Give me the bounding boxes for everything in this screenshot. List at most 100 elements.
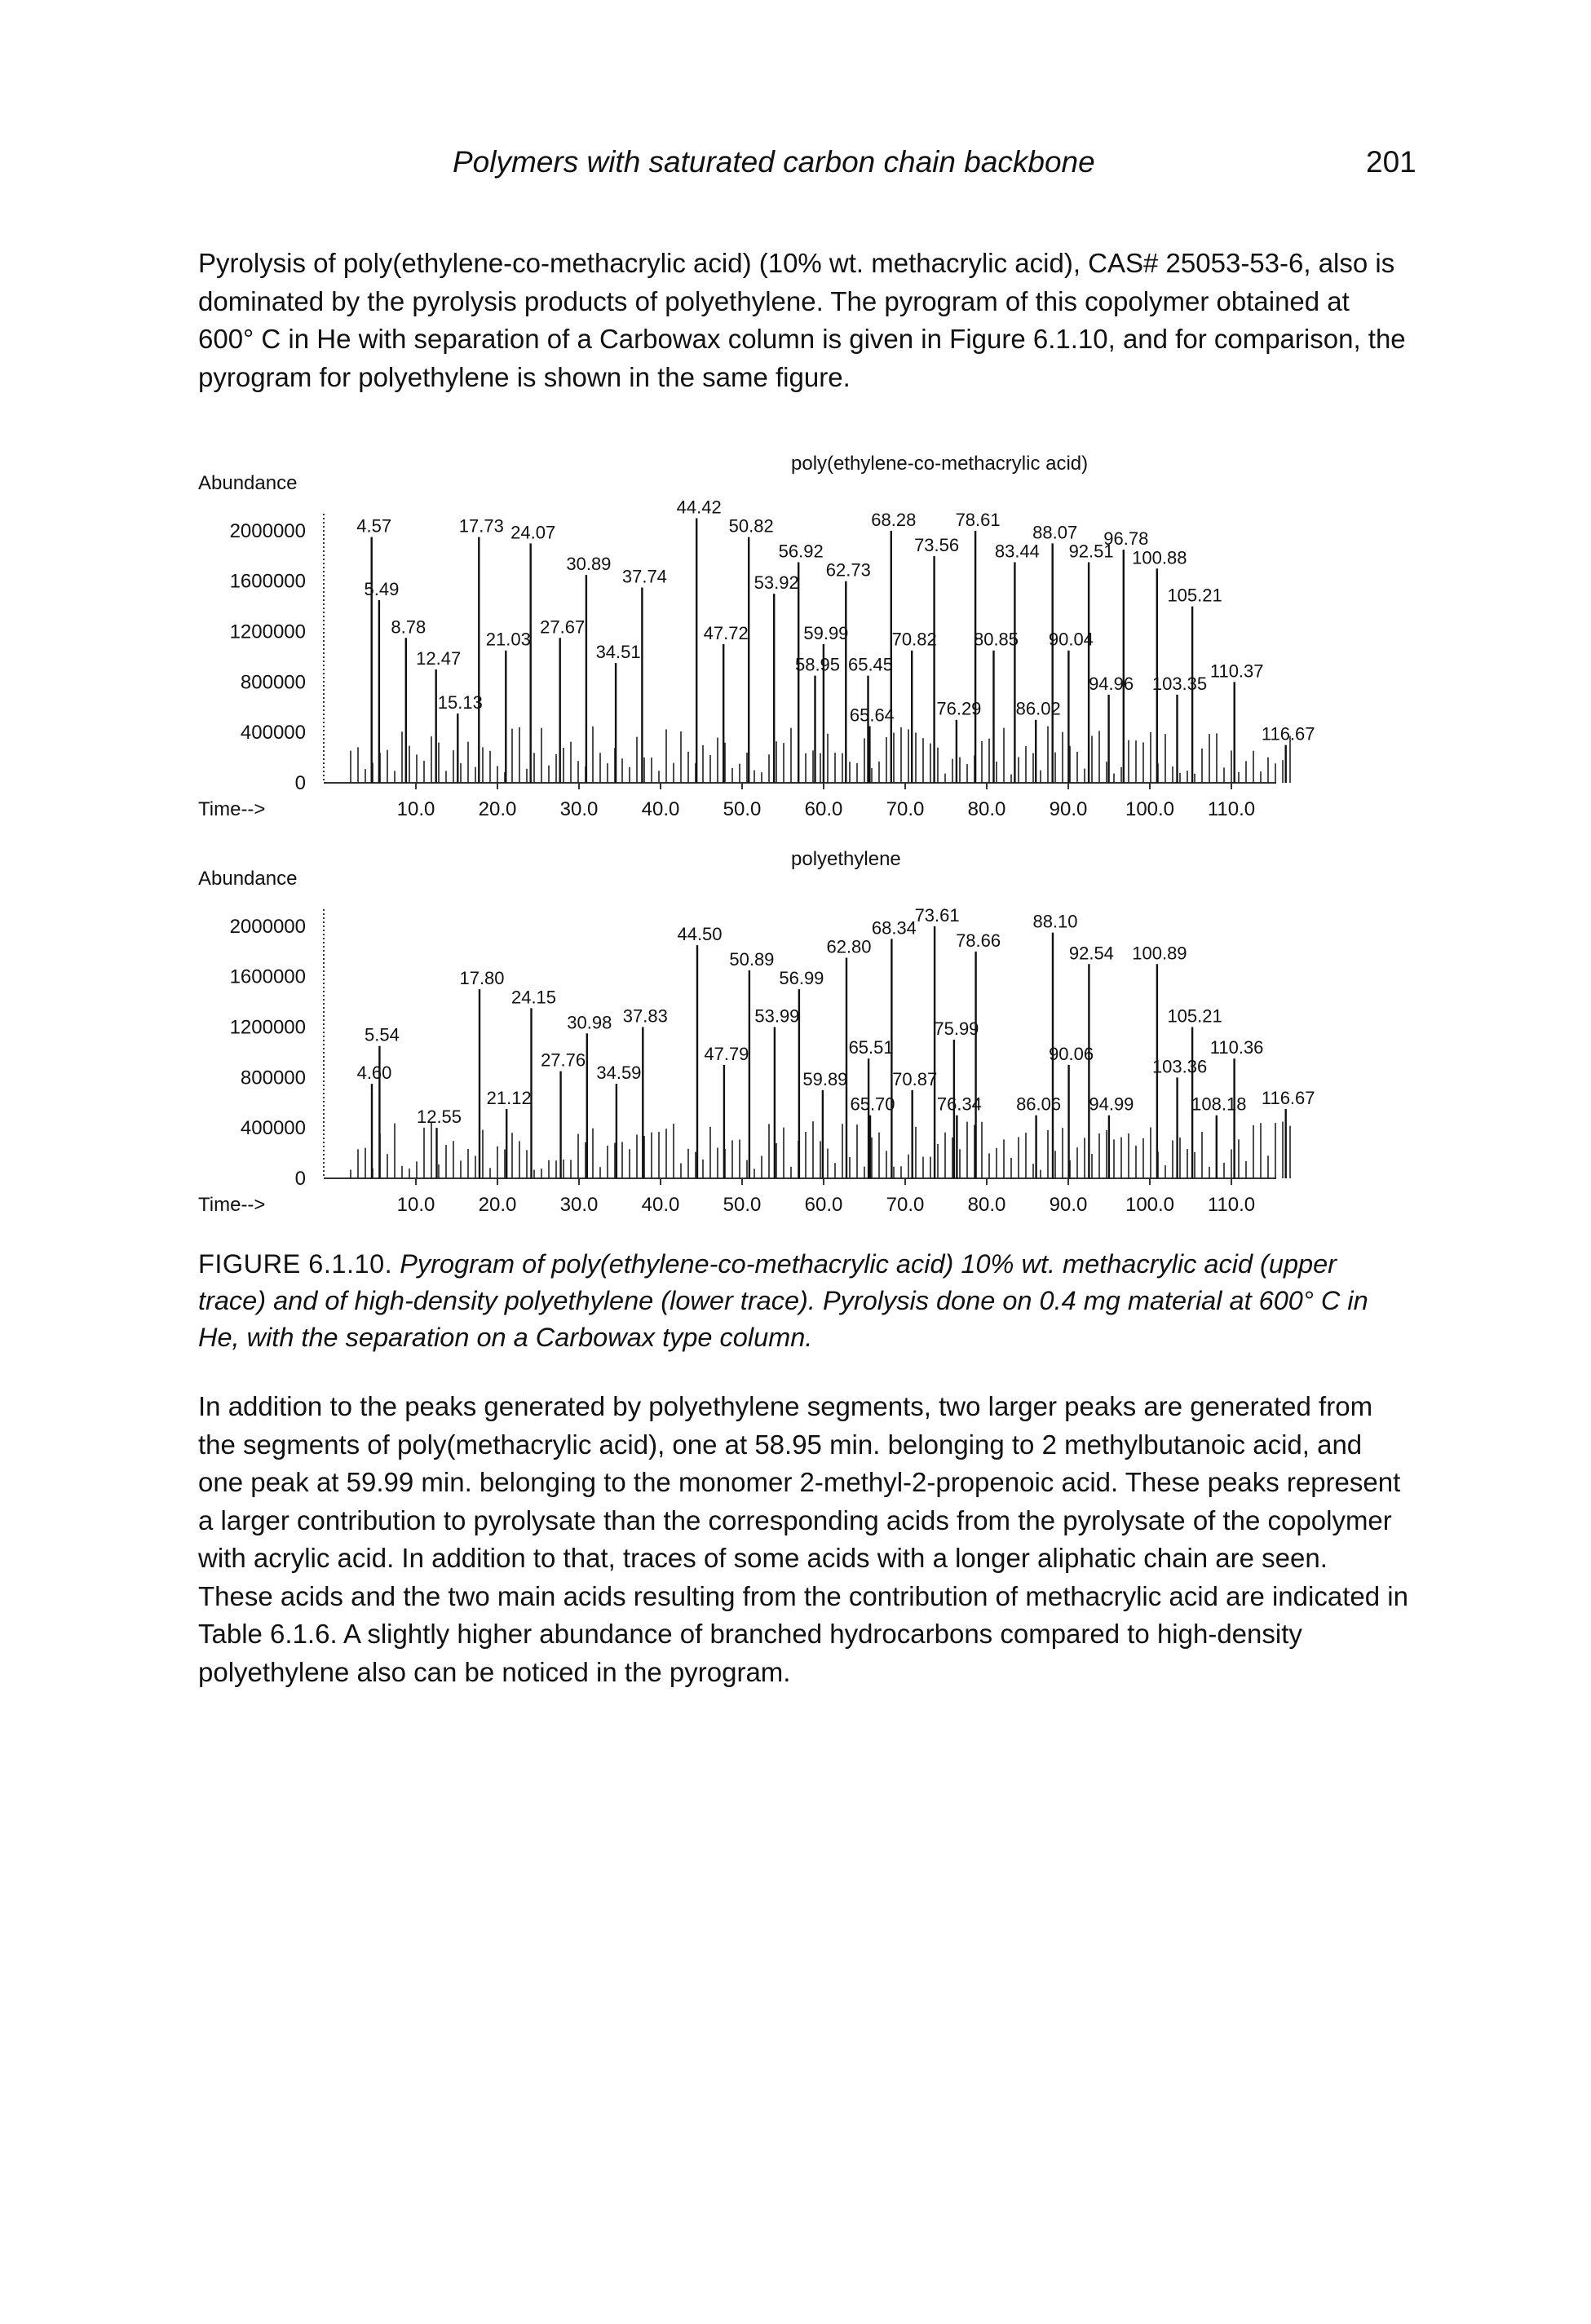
peak-label: 24.15 [511,987,556,1007]
peak-label: 94.99 [1089,1094,1134,1115]
peak-label: 73.56 [914,535,959,555]
x-tick-label: 30.0 [560,798,599,820]
x-tick-label: 20.0 [479,798,517,820]
peak-label: 53.99 [754,1006,799,1027]
peak-label: 103.35 [1152,674,1207,694]
peak-label: 47.79 [704,1044,749,1064]
peak-label: 30.98 [567,1012,612,1032]
x-tick-label: 100.0 [1125,1194,1174,1216]
y-tick-label: 400000 [241,722,306,744]
peak-label: 90.06 [1049,1044,1094,1064]
x-tick-label: 70.0 [886,798,925,820]
peak-label: 70.87 [892,1069,937,1089]
x-tick-label: 50.0 [723,798,762,820]
peak-label: 116.67 [1262,1088,1315,1108]
peak-label: 59.99 [803,623,848,643]
peak-label: 34.59 [596,1063,641,1083]
x-tick-label: 110.0 [1208,1194,1255,1216]
peak-label: 30.89 [566,554,611,574]
x-tick-label: 80.0 [968,1194,1006,1216]
y-tick-label: 1200000 [230,1017,306,1039]
y-tick-label: 400000 [241,1117,306,1139]
y-tick-label: 0 [295,1168,306,1190]
peak-label: 92.54 [1069,943,1114,963]
y-tick-label: 1600000 [230,966,306,988]
peak-label: 47.72 [704,623,749,643]
discussion-paragraph: In addition to the peaks generated by po… [198,1391,1408,1687]
page-number: 201 [1366,145,1416,179]
peak-label: 83.44 [995,541,1040,562]
peak-label: 4.57 [356,516,391,537]
peak-label: 68.28 [871,510,916,530]
peak-label: 21.12 [487,1088,532,1108]
x-tick-label: 60.0 [805,798,843,820]
peak-label: 62.73 [826,560,871,581]
x-axis-label: Time--> [198,798,265,820]
peak-label: 90.04 [1049,630,1094,650]
peak-label: 44.50 [677,924,722,944]
peak-label: 56.99 [779,968,824,988]
x-tick-label: 10.0 [397,798,435,820]
x-axis-label: Time--> [198,1194,265,1216]
peak-label: 34.51 [596,642,641,662]
peak-label: 100.88 [1132,547,1187,568]
peak-label: 5.54 [365,1025,400,1045]
peak-label: 37.83 [623,1006,668,1027]
caption-lead: FIGURE 6.1.10. [198,1249,393,1279]
x-tick-label: 10.0 [397,1194,435,1216]
peak-label: 21.03 [486,630,531,650]
peak-label: 108.18 [1191,1094,1246,1115]
peak-label: 86.06 [1016,1094,1061,1115]
peak-label: 92.51 [1069,541,1114,562]
peak-label: 58.95 [795,655,840,675]
peak-label: 88.10 [1032,912,1077,932]
intro-paragraph: Pyrolysis of poly(ethylene-co-methacryli… [198,248,1406,392]
y-tick-label: 2000000 [230,520,306,542]
x-tick-label: 60.0 [805,1194,843,1216]
x-tick-label: 40.0 [642,1194,680,1216]
peak-label: 27.67 [540,616,585,637]
y-axis-label: Abundance [198,868,297,890]
peak-label: 15.13 [438,692,483,713]
upper-pyrogram-chart: poly(ethylene-co-methacrylic acid) Abunda… [198,453,1315,820]
peak-label: 116.67 [1262,724,1315,744]
peak-label: 70.82 [892,630,937,650]
x-tick-label: 40.0 [642,798,680,820]
x-tick-label: 30.0 [560,1194,599,1216]
peak-label: 24.07 [510,522,555,542]
x-tick-label: 50.0 [723,1194,762,1216]
y-axis-label: Abundance [198,472,297,494]
peak-label: 65.51 [849,1037,894,1058]
peak-label: 80.85 [974,630,1019,650]
y-tick-label: 800000 [241,671,306,693]
peak-label: 94.96 [1089,674,1134,694]
caption-text: Pyrogram of poly(ethylene-co-methacrylic… [198,1249,1368,1352]
peak-label: 8.78 [391,616,426,637]
peak-label: 110.36 [1210,1037,1264,1058]
x-tick-label: 70.0 [886,1194,925,1216]
peak-label: 27.76 [541,1050,586,1071]
peak-label: 96.78 [1103,528,1148,549]
x-tick-label: 110.0 [1208,798,1255,820]
chart-title: poly(ethylene-co-methacrylic acid) [791,453,1088,475]
peak-label: 65.70 [850,1094,895,1115]
peak-label: 68.34 [872,917,917,938]
peak-label: 78.61 [956,510,1001,530]
peak-label: 105.21 [1167,585,1222,606]
peak-label: 59.89 [802,1069,847,1089]
figure-caption: FIGURE 6.1.10. Pyrogram of poly(ethylene… [198,1246,1401,1356]
peak-label: 88.07 [1032,522,1077,542]
peak-label: 62.80 [826,937,871,957]
peak-label: 105.21 [1167,1006,1222,1027]
x-tick-label: 90.0 [1050,1194,1088,1216]
y-tick-label: 1200000 [230,621,306,643]
y-tick-label: 0 [295,772,306,794]
y-tick-label: 2000000 [230,916,306,938]
peak-label: 53.92 [754,572,799,593]
peak-label: 78.66 [956,930,1001,951]
y-tick-label: 1600000 [230,571,306,593]
peak-label: 65.64 [850,705,895,725]
peak-label: 37.74 [622,566,667,586]
peak-label: 103.36 [1152,1056,1207,1076]
lower-pyrogram-chart: polyethyleneAbundanceTime-->200000016000… [198,848,1315,1216]
